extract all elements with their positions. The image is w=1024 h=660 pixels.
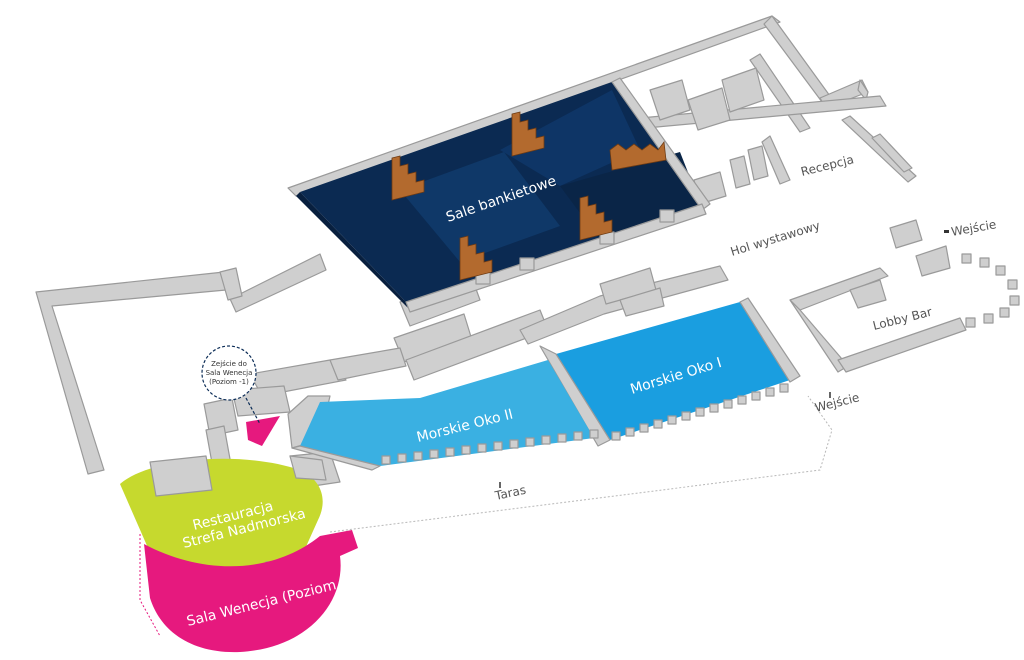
restauracja-strefa-nadmorska-room[interactable]: Restauracja Strefa Nadmorska xyxy=(120,455,327,577)
taras-label: Taras xyxy=(493,483,527,503)
stairs-icon xyxy=(511,111,545,157)
recepcja-label: Recepcja xyxy=(799,152,855,179)
wejscie-bottom-label: Wejście xyxy=(813,390,860,415)
stair-callout-circle xyxy=(201,345,257,401)
lobby-arc-pillars xyxy=(961,253,1020,328)
stair-callout-line2: Sala Wenecja xyxy=(206,369,253,377)
stairs-icon xyxy=(391,155,425,201)
outer-walls xyxy=(35,15,1020,489)
morskie-oko-2-room[interactable]: Morskie Oko II xyxy=(291,360,599,471)
hol-wystawowy-label: Hol wystawowy xyxy=(729,218,822,259)
lobby-bar-label: Lobby Bar xyxy=(871,305,933,333)
stairs-icon xyxy=(579,195,613,241)
wejscie-top-label: Wejście xyxy=(950,217,997,239)
entrance-marker-top xyxy=(944,230,949,233)
terrace-path xyxy=(139,395,833,637)
stair-callout[interactable]: Zejście do Sala Wenecja (Poziom -1) xyxy=(201,345,261,425)
morskie-oko-2-pillars xyxy=(381,429,599,465)
entrance-markers xyxy=(499,230,949,488)
morskie-oko-1-room[interactable]: Morskie Oko I xyxy=(539,297,801,447)
stairs-icon xyxy=(609,140,667,171)
sale-bankietowe-room[interactable]: Sale bankietowe xyxy=(296,77,711,313)
banquet-pillars xyxy=(475,209,675,285)
stair-callout-line3: (Poziom -1) xyxy=(209,378,249,386)
stair-callout-line1: Zejście do xyxy=(211,360,247,368)
morskie-oko-1-pillars xyxy=(611,383,789,441)
wenecja-stairs-marker xyxy=(246,416,280,446)
stairs-icon xyxy=(459,235,493,281)
stairs-icons xyxy=(391,111,667,281)
